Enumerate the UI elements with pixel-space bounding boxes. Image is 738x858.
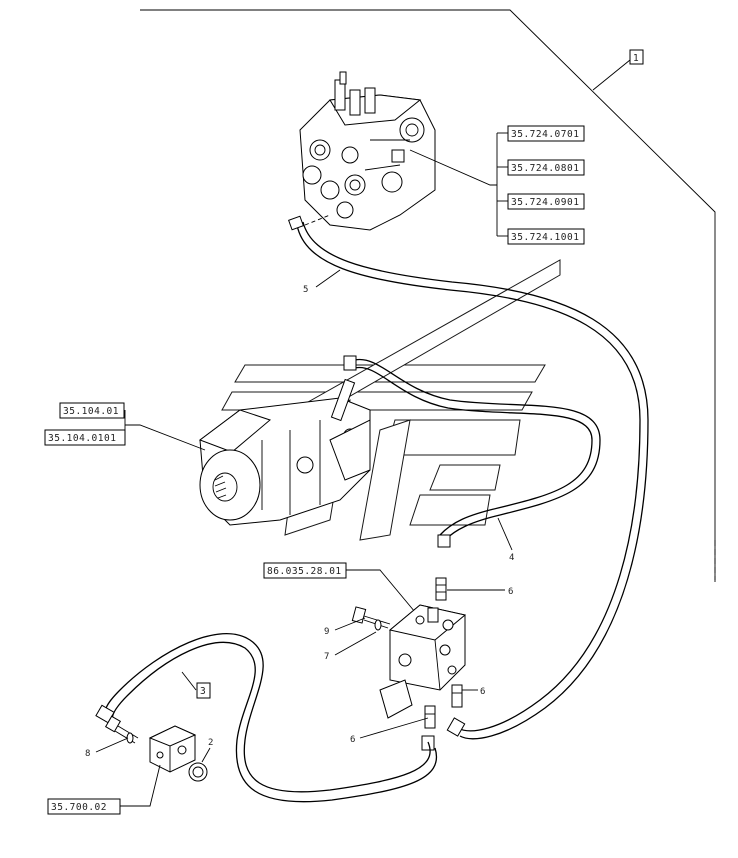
callout-8: 8: [85, 749, 90, 759]
svg-text:35.724.1001: 35.724.1001: [511, 232, 579, 243]
valve-leader: [409, 149, 497, 186]
callout-6b: 6: [480, 687, 485, 697]
pump-ref-1[interactable]: 35.104.01: [59, 402, 125, 419]
bolt-9: [351, 606, 391, 629]
callout-4: 4: [509, 553, 514, 563]
valve-ref-3[interactable]: 35.724.0901: [507, 193, 585, 210]
svg-text:35.104.0101: 35.104.0101: [48, 433, 116, 444]
valve-ref-2[interactable]: 35.724.0801: [507, 159, 585, 176]
pump-ref-2[interactable]: 35.104.0101: [44, 429, 126, 446]
hose-4: [343, 355, 601, 548]
callout-6a: 6: [508, 587, 513, 597]
svg-text:35.724.0701: 35.724.0701: [511, 129, 579, 140]
bottom-ref[interactable]: 35.700.02: [47, 798, 121, 815]
block-valve: [379, 604, 467, 719]
port-block: [148, 725, 197, 773]
group-ref-box[interactable]: 1: [629, 49, 644, 65]
svg-text:3: 3: [200, 686, 206, 697]
fitting-right: [451, 684, 463, 708]
svg-text:86.035.28.01: 86.035.28.01: [267, 566, 342, 577]
hose-5: [288, 214, 649, 740]
callout-6c: 6: [350, 735, 355, 745]
hose-3: [104, 633, 438, 803]
group-bracket: [140, 9, 716, 582]
fitting-top: [435, 577, 447, 601]
cap-2: [188, 762, 208, 782]
block-ref[interactable]: 86.035.28.01: [263, 562, 347, 579]
hose-ref-box[interactable]: 3: [196, 682, 211, 699]
callout-5: 5: [303, 285, 308, 295]
adapter-8: [114, 725, 139, 744]
svg-text:35.700.02: 35.700.02: [51, 802, 107, 813]
svg-text:35.724.0801: 35.724.0801: [511, 163, 579, 174]
valve-ref-1[interactable]: 35.724.0701: [507, 125, 585, 142]
pump-leader: [125, 424, 206, 451]
callout-9: 9: [324, 627, 329, 637]
svg-text:1: 1: [633, 53, 639, 64]
fitting-hose-end: [95, 704, 122, 733]
pump-assembly: [198, 378, 371, 526]
elbow-right: [446, 717, 466, 737]
callout-2: 2: [208, 738, 213, 748]
fitting-left: [424, 705, 436, 729]
svg-text:35.104.01: 35.104.01: [63, 406, 119, 417]
valve-ref-4[interactable]: 35.724.1001: [507, 228, 585, 245]
washer-7: [374, 619, 382, 631]
callout-7: 7: [324, 652, 329, 662]
control-valve: [299, 71, 436, 231]
svg-text:35.724.0901: 35.724.0901: [511, 197, 579, 208]
